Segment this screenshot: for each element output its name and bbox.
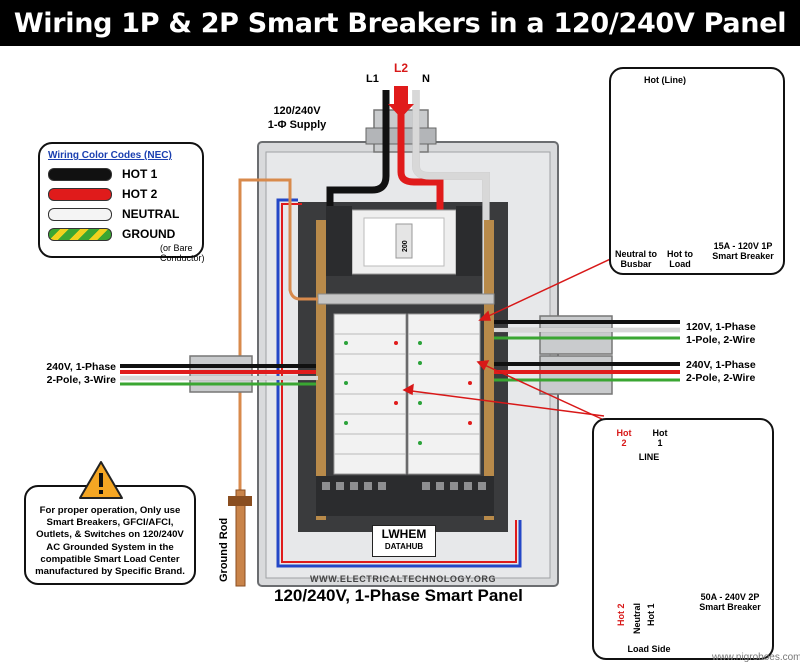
watermark: www.nigroboes.com bbox=[712, 652, 800, 663]
right-circuit-2-label: 240V, 1-Phase 2-Pole, 2-Wire bbox=[686, 359, 756, 385]
hub-sub: DATAHUB bbox=[384, 542, 424, 551]
legend-item-hot1: HOT 1 bbox=[48, 166, 157, 182]
legend-label: GROUND bbox=[122, 227, 176, 241]
hot2-num: 2 bbox=[621, 438, 627, 448]
ground-rod bbox=[235, 489, 246, 587]
detail-1p-hot-load: Hot to Load bbox=[667, 249, 693, 269]
neutral-bar-left bbox=[316, 220, 326, 520]
supply-voltage: 120/240V bbox=[273, 105, 321, 117]
warning-text: For proper operation, Only use Smart Bre… bbox=[35, 505, 185, 578]
page-title: Wiring 1P & 2P Smart Breakers in a 120/2… bbox=[13, 7, 787, 39]
data-hub: LWHEM DATAHUB bbox=[372, 525, 436, 557]
left-circuit-label: 240V, 1-Phase 2-Pole, 3-Wire bbox=[40, 361, 116, 387]
legend-label: HOT 1 bbox=[122, 167, 158, 181]
website-label: WWW.ELECTRICALTECHNOLOGY.ORG bbox=[310, 574, 497, 584]
left-circuit-line2: 2-Pole, 3-Wire bbox=[46, 374, 116, 386]
detail-1p-breaker: Hot (Line) Neutral to Busbar Hot to Load… bbox=[609, 67, 785, 275]
detail-1p-neutral: Neutral to Busbar bbox=[614, 249, 657, 269]
hot1-label: Hot bbox=[652, 428, 668, 438]
detail-2p-caption: 50A - 240V 2P Smart Breaker bbox=[699, 592, 761, 612]
legend-ground-note: (or Bare Conductor) bbox=[160, 243, 205, 263]
detail-2p-line: LINE bbox=[638, 452, 660, 462]
supply-label: 120/240V 1-Φ Supply bbox=[262, 104, 332, 132]
warning-box: For proper operation, Only use Smart Bre… bbox=[24, 485, 196, 585]
right-circuit-1-line2: 1-Pole, 2-Wire bbox=[686, 334, 756, 346]
right-conduit-2 bbox=[539, 355, 613, 395]
left-circuit-line1: 240V, 1-Phase bbox=[46, 361, 116, 373]
wire-swatch-green-yellow bbox=[48, 227, 112, 241]
detail-2p-bottom-neutral: Neutral bbox=[632, 602, 642, 634]
supply-phase: 1-Φ Supply bbox=[267, 119, 327, 131]
pointer-arrows bbox=[402, 247, 635, 421]
wire-swatch-red bbox=[48, 187, 112, 201]
legend-item-hot2: HOT 2 bbox=[48, 186, 157, 202]
legend-title: Wiring Color Codes (NEC) bbox=[48, 150, 172, 161]
wiring-color-legend: Wiring Color Codes (NEC) HOT 1 HOT 2 NEU… bbox=[38, 142, 205, 263]
legend-label: NEUTRAL bbox=[122, 207, 180, 221]
panel-title: 120/240V, 1-Phase Smart Panel bbox=[274, 586, 523, 605]
branch-breakers bbox=[333, 313, 481, 475]
warning-icon bbox=[79, 461, 123, 499]
hub-cable bbox=[276, 198, 522, 568]
right-circuit-1-label: 120V, 1-Phase 1-Pole, 2-Wire bbox=[686, 321, 756, 347]
l2-arrow bbox=[388, 86, 414, 118]
detail-2p-load-side: Load Side bbox=[627, 644, 671, 654]
wire-swatch-white bbox=[48, 207, 112, 221]
title-banner: Wiring 1P & 2P Smart Breakers in a 120/2… bbox=[0, 0, 800, 46]
wire-l2 bbox=[397, 90, 444, 220]
supply-l1: L1 bbox=[366, 73, 379, 85]
detail-1p-hot-line: Hot (Line) bbox=[644, 75, 686, 85]
legend-label: HOT 2 bbox=[122, 187, 158, 201]
supply-n: N bbox=[422, 73, 430, 85]
wire-n bbox=[412, 90, 490, 300]
main-breaker-rating: 200 bbox=[402, 240, 409, 252]
neutral-bar-right bbox=[484, 220, 494, 520]
right-circuit-2-line1: 240V, 1-Phase bbox=[686, 359, 756, 371]
right-circuit-1-line1: 120V, 1-Phase bbox=[686, 321, 756, 333]
ground-conductor bbox=[238, 178, 318, 510]
legend-item-neutral: NEUTRAL bbox=[48, 206, 179, 222]
hot2-label: Hot bbox=[616, 428, 632, 438]
wire-l1 bbox=[326, 90, 390, 220]
wire-swatch-black bbox=[48, 167, 112, 181]
hub-name: LWHEM bbox=[381, 527, 427, 541]
ground-bar bbox=[317, 293, 495, 305]
ground-rod-label: Ground Rod bbox=[218, 517, 230, 582]
right-circuit-2-line2: 2-Pole, 2-Wire bbox=[686, 372, 756, 384]
detail-1p-caption: 15A - 120V 1P Smart Breaker bbox=[712, 241, 774, 261]
legend-item-ground: GROUND bbox=[48, 226, 175, 242]
detail-2p-bottom-hot1: Hot 1 bbox=[646, 603, 656, 627]
detail-2p-bottom-hot2: Hot 2 bbox=[616, 603, 626, 627]
hot1-num: 1 bbox=[657, 438, 663, 448]
supply-l2: L2 bbox=[394, 61, 408, 75]
